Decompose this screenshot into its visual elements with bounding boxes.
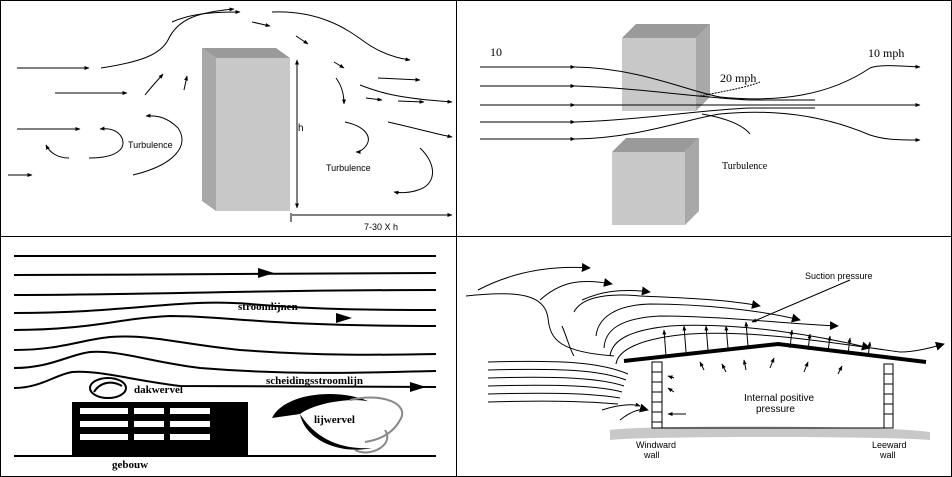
panel-bottom-right: Suction pressure Internal positive press… [465, 262, 945, 460]
br-leeward-label-2: wall [879, 450, 896, 460]
br-leeward-label-1: Leeward [872, 440, 907, 450]
bl-building [72, 402, 248, 456]
bl-building-label: gebouw [112, 459, 148, 471]
tr-speed-out-label: 10 mph [868, 46, 904, 60]
tl-flow-arrows [8, 7, 453, 195]
br-windward-label-1: Windward [636, 440, 676, 450]
bl-streamlines [13, 255, 437, 457]
br-house [623, 341, 927, 429]
tr-streamlines [480, 64, 921, 142]
bl-separation-label: scheidingsstroomlijn [266, 375, 363, 387]
tl-turbulence-right-label: Turbulence [326, 163, 371, 173]
br-ground [610, 426, 930, 440]
tl-turbulence-left-label: Turbulence [128, 140, 173, 150]
br-internal-label-2: pressure [756, 404, 795, 415]
tr-upper-building [622, 24, 710, 111]
panel-top-right: 10 20 mph 10 mph Turbulence [480, 24, 921, 225]
tr-speed-in-label: 10 [490, 45, 502, 59]
tl-building-box [202, 48, 290, 211]
panel-top-left: Turbulence Turbulence h 7-30 X h [8, 7, 453, 232]
tl-height-label: h [298, 123, 304, 134]
tl-dimension-lines [290, 59, 453, 222]
tr-turbulence-label: Turbulence [722, 161, 768, 172]
br-pressure-arrows [662, 279, 872, 416]
tr-speed-mid-label: 20 mph [720, 71, 756, 85]
bl-streamline-arrows [258, 268, 426, 392]
bl-roof-vortex-label: dakwervel [134, 384, 183, 396]
bl-roof-vortex-icon [89, 377, 127, 399]
br-suction-label: Suction pressure [805, 271, 873, 281]
bl-lee-vortex-label: lijwervel [314, 414, 355, 426]
br-internal-label-1: Internal positive [744, 393, 814, 404]
tl-distance-label: 7-30 X h [364, 222, 398, 232]
br-windward-label-2: wall [643, 450, 660, 460]
br-outer-streamlines [465, 262, 945, 421]
tr-lower-building [612, 138, 699, 225]
panel-bottom-left: stroomlijnen dakwervel scheidingsstrooml… [13, 255, 437, 471]
bl-streamlines-label: stroomlijnen [238, 301, 298, 313]
bl-lee-vortex-icon [272, 394, 403, 454]
